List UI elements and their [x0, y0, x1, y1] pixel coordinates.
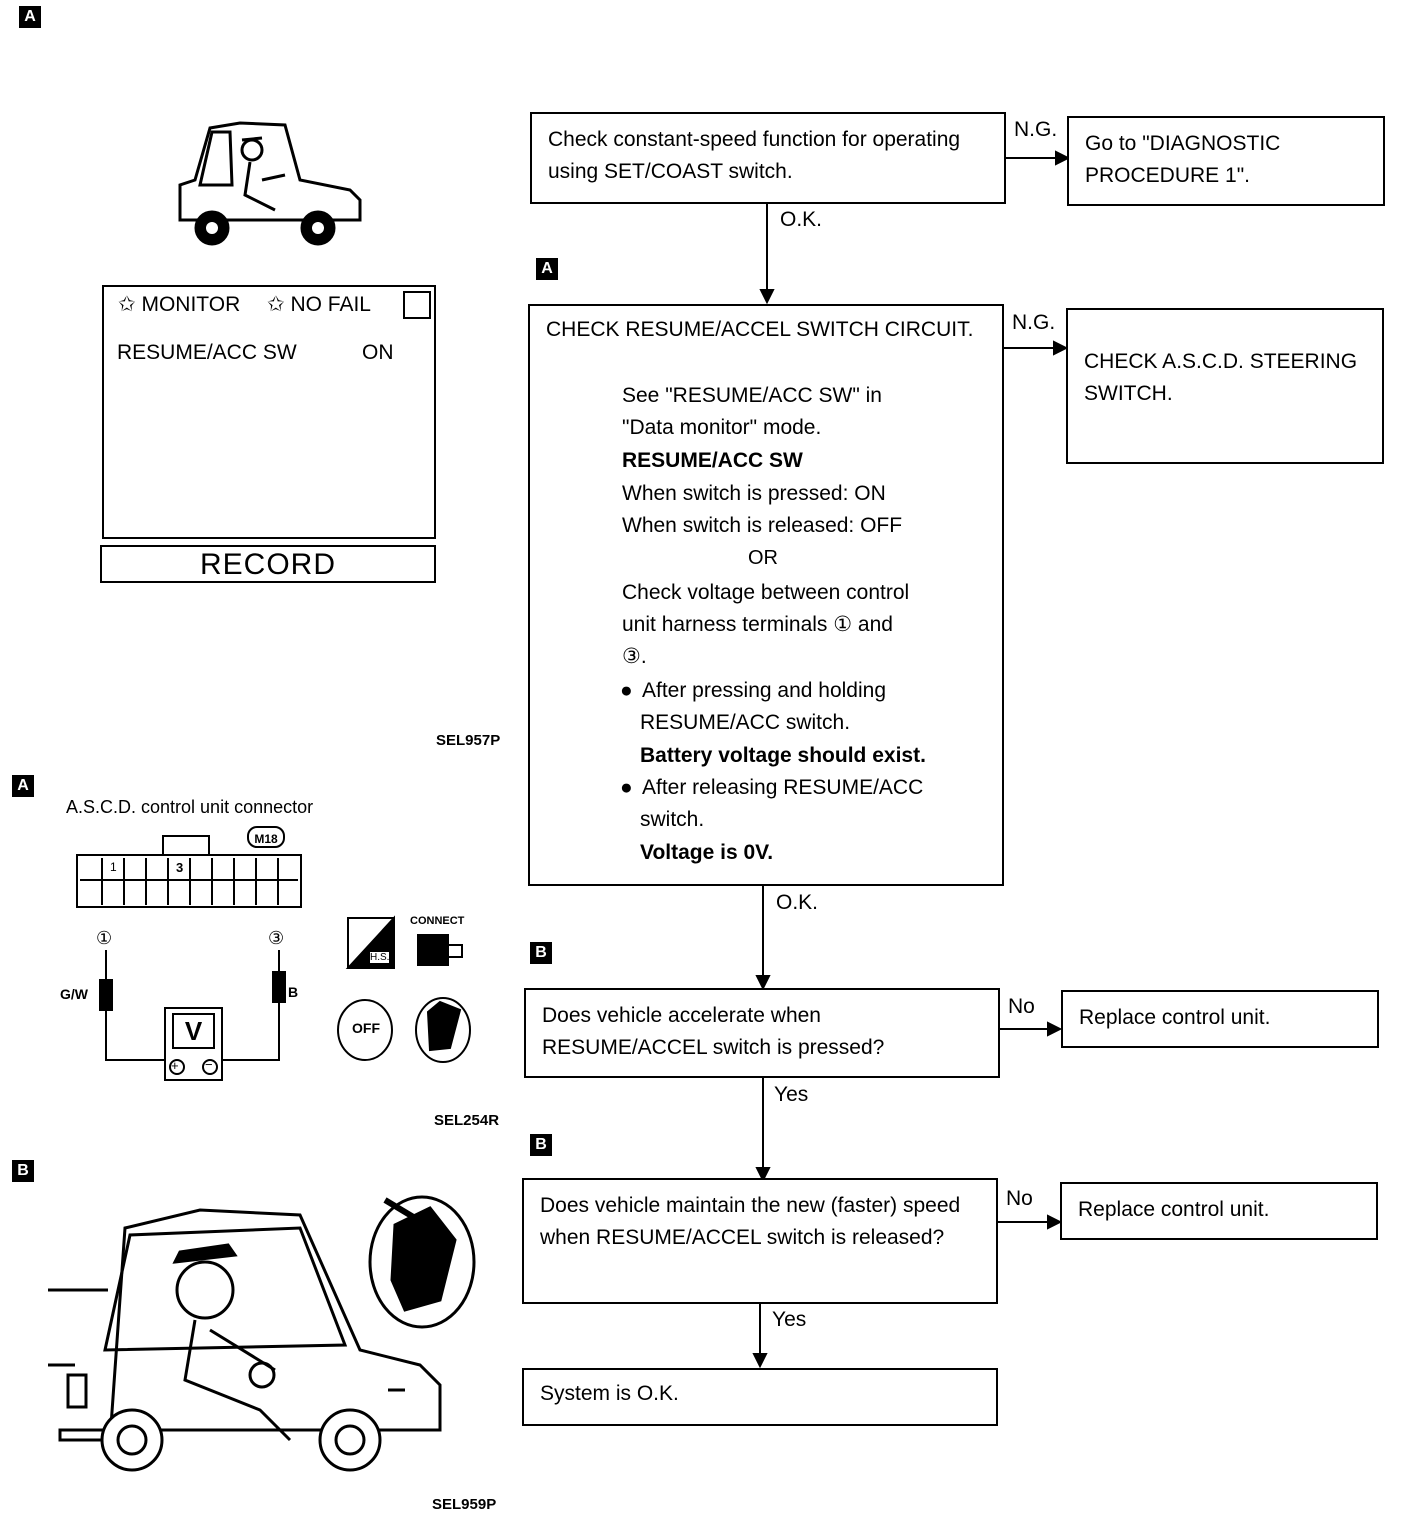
flow-ng-2: N.G. — [1012, 311, 1056, 334]
ignition-off-icon: OFF — [352, 1020, 380, 1036]
flow-step-3: Does vehicle accelerate when RESUME/ACCE… — [524, 988, 1000, 1078]
flow-step-2-bullet-2a: After releasing RESUME/ACC — [642, 776, 924, 799]
voltmeter-icon: V — [184, 1016, 203, 1046]
monitor-header: ✩ MONITOR — [118, 292, 240, 317]
flow-no-4: No — [1006, 1187, 1033, 1210]
flow-step-2-bullet-1c: Battery voltage should exist. — [640, 744, 926, 767]
flow-step-3-no-target-text: Replace control unit. — [1079, 1006, 1271, 1029]
steering-switch-illustration — [368, 1195, 476, 1329]
car-driver-illustration-large — [48, 1208, 442, 1472]
flow-ng-1: N.G. — [1014, 118, 1058, 141]
hs-icon-label: H.S. — [370, 952, 390, 963]
flow-step-2-bullet-1a: After pressing and holding — [642, 679, 886, 702]
flow-step-2-title: CHECK RESUME/ACCEL SWITCH CIRCUIT. — [546, 318, 974, 341]
flow-ok-1: O.K. — [780, 208, 823, 231]
monitor-header-label: MONITOR — [141, 293, 241, 316]
flow-step-2-volt-2: unit harness terminals ① and — [622, 613, 893, 636]
flow-step-2-see-2: "Data monitor" mode. — [622, 416, 822, 439]
flow-step-1: Check constant-speed function for operat… — [530, 112, 1006, 204]
flow-step-2-bullet-1b: RESUME/ACC switch. — [640, 711, 851, 734]
section-tag-b-flow-1: B — [530, 942, 552, 964]
flow-step-2-bullet-2c: Voltage is 0V. — [640, 841, 774, 864]
flow-step-5: System is O.K. — [522, 1368, 998, 1426]
flow-step-2-ng-target: CHECK A.S.C.D. STEERING SWITCH. — [1066, 308, 1384, 464]
meter-plus-terminal: + — [171, 1058, 179, 1073]
star-icon: ✩ — [118, 293, 136, 316]
terminal-3-label: ③ — [268, 928, 285, 948]
meter-minus-terminal: − — [205, 1057, 213, 1072]
flow-step-1-ng-target-text: Go to "DIAGNOSTIC PROCEDURE 1". — [1085, 132, 1281, 187]
flow-step-4-no-target: Replace control unit. — [1060, 1182, 1378, 1240]
flow-ok-2: O.K. — [776, 891, 819, 914]
flow-step-1-ng-target: Go to "DIAGNOSTIC PROCEDURE 1". — [1067, 116, 1385, 206]
flow-step-3-no-target: Replace control unit. — [1061, 990, 1379, 1048]
car-driver-illustration-small — [178, 121, 362, 246]
flow-step-4-text: Does vehicle maintain the new (faster) s… — [540, 1194, 961, 1249]
connector-id-badge: M18 — [247, 826, 285, 848]
flow-step-5-text: System is O.K. — [540, 1382, 679, 1405]
flow-step-1-text: Check constant-speed function for operat… — [548, 128, 961, 183]
bullet-icon: ● — [620, 679, 633, 702]
flow-step-2-item: RESUME/ACC SW — [622, 449, 803, 472]
monitor-item-value: ON — [362, 341, 394, 364]
pin-3-label: 3 — [176, 860, 184, 875]
figure-code-middle: SEL254R — [434, 1112, 500, 1129]
bullet-icon: ● — [620, 776, 633, 799]
flow-step-4-no-target-text: Replace control unit. — [1078, 1198, 1270, 1221]
section-tag-b-flow-2: B — [530, 1134, 552, 1156]
figure-code-bottom: SEL959P — [432, 1496, 497, 1513]
flow-step-2-pressed: When switch is pressed: ON — [622, 482, 886, 505]
flow-step-4: Does vehicle maintain the new (faster) s… — [522, 1178, 998, 1304]
flow-no-3: No — [1008, 995, 1035, 1018]
connector-drawing — [76, 835, 302, 1081]
section-tag-a-connector: A — [12, 775, 34, 797]
flow-yes-4: Yes — [772, 1308, 807, 1331]
pin-1-label: 1 — [110, 860, 117, 874]
ignition-icons — [337, 915, 471, 1063]
star-icon: ✩ — [267, 293, 285, 316]
wire-color-right: B — [288, 984, 299, 1000]
flow-yes-3: Yes — [774, 1083, 809, 1106]
no-fail-header: ✩ NO FAIL — [267, 292, 371, 317]
section-tag-b-car: B — [12, 1160, 34, 1182]
flow-step-2-see-1: See "RESUME/ACC SW" in — [622, 384, 882, 407]
terminal-1-label: ① — [96, 928, 113, 948]
wire-color-left: G/W — [60, 986, 88, 1002]
section-tag-a-flow: A — [536, 258, 558, 280]
flow-step-2-ng-target-text: CHECK A.S.C.D. STEERING SWITCH. — [1084, 350, 1358, 405]
flow-step-2-released: When switch is released: OFF — [622, 514, 903, 537]
flow-step-2-volt-3: ③. — [622, 645, 647, 668]
no-fail-label: NO FAIL — [290, 293, 371, 316]
monitor-item-label: RESUME/ACC SW — [117, 341, 297, 364]
section-tag-a-top: A — [19, 6, 41, 28]
flow-step-2 — [528, 304, 1004, 886]
flow-step-2-volt-1: Check voltage between control — [622, 581, 910, 604]
record-button[interactable]: RECORD — [199, 548, 336, 581]
connector-title: A.S.C.D. control unit connector — [66, 797, 314, 817]
flow-or-separator: OR — [744, 547, 782, 570]
flow-step-3-text: Does vehicle accelerate when RESUME/ACCE… — [542, 1004, 885, 1059]
flow-step-2-bullet-2b: switch. — [640, 808, 705, 831]
connect-icon-label: CONNECT — [410, 915, 465, 927]
figure-code-top: SEL957P — [436, 732, 501, 749]
